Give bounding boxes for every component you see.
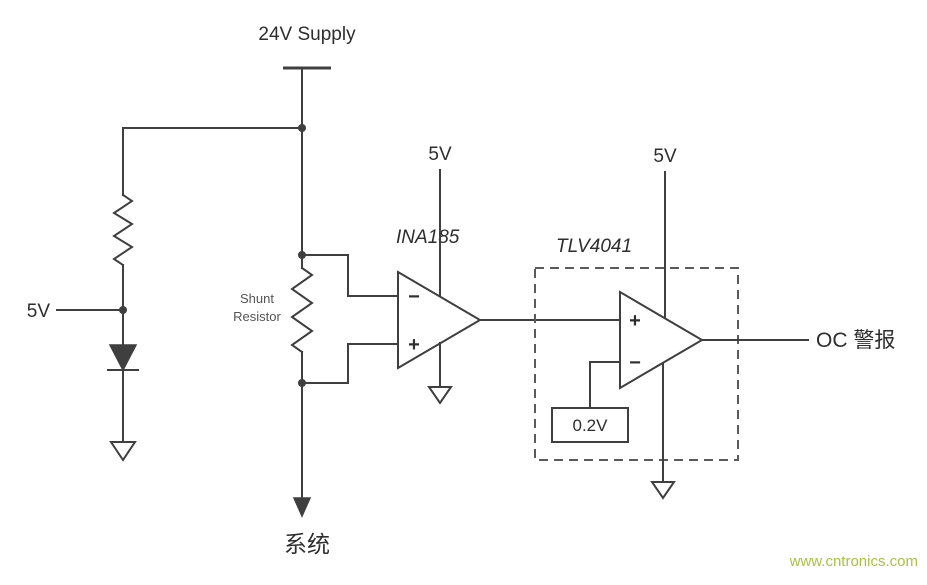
- ground-symbol-tlv4041: [650, 481, 676, 500]
- ina185-supply-label: 5V: [428, 144, 452, 165]
- watermark: www.cntronics.com: [789, 553, 918, 570]
- reference-voltage-source: 0.2V: [551, 407, 629, 443]
- system-label: 系统: [284, 531, 330, 557]
- oc-alert-label: OC 警报: [816, 329, 895, 352]
- system-branch: 系统: [284, 497, 330, 557]
- tlv4041-triangle: [619, 290, 704, 390]
- ina185-plus-input: +: [408, 334, 420, 356]
- sense-wires: [301, 254, 399, 384]
- supply-label: 24V Supply: [258, 24, 356, 45]
- tlv4041-supply-label: 5V: [653, 146, 677, 167]
- ina185-opamp: INA185 5V − +: [396, 144, 482, 405]
- shunt-resistor: Shunt Resistor: [233, 266, 314, 354]
- reference-wire: [589, 361, 621, 409]
- zener-diode: [107, 344, 139, 372]
- ground-symbol-ina185: [427, 386, 453, 405]
- ina185-label: INA185: [396, 227, 460, 248]
- tlv4041-dashed-boundary: [534, 267, 739, 461]
- junction-dots: [119, 124, 306, 387]
- system-arrow: [292, 497, 312, 518]
- tlv4041-label: TLV4041: [556, 236, 632, 257]
- tlv4041-minus-input: −: [629, 352, 641, 374]
- reference-voltage-label: 0.2V: [573, 416, 609, 435]
- output-branch: OC 警报: [701, 329, 895, 352]
- tlv4041-comparator: TLV4041 5V + − 0.2V: [534, 146, 739, 500]
- ina185-minus-input: −: [408, 286, 420, 308]
- tlv4041-plus-input: +: [629, 310, 641, 332]
- sense-wire-bottom: [301, 343, 399, 384]
- shunt-resistor-label-line2: Resistor: [233, 309, 281, 324]
- rail-5v-label: 5V: [27, 301, 51, 322]
- shunt-resistor-label-line1: Shunt: [240, 291, 274, 306]
- sense-wire-top: [301, 254, 399, 297]
- pullup-resistor: [112, 193, 134, 267]
- power-supply-24v: 24V Supply: [258, 24, 356, 70]
- ground-symbol-left: [109, 441, 137, 462]
- left-branch-wire: [122, 127, 303, 196]
- left-branch: 5V: [27, 127, 303, 462]
